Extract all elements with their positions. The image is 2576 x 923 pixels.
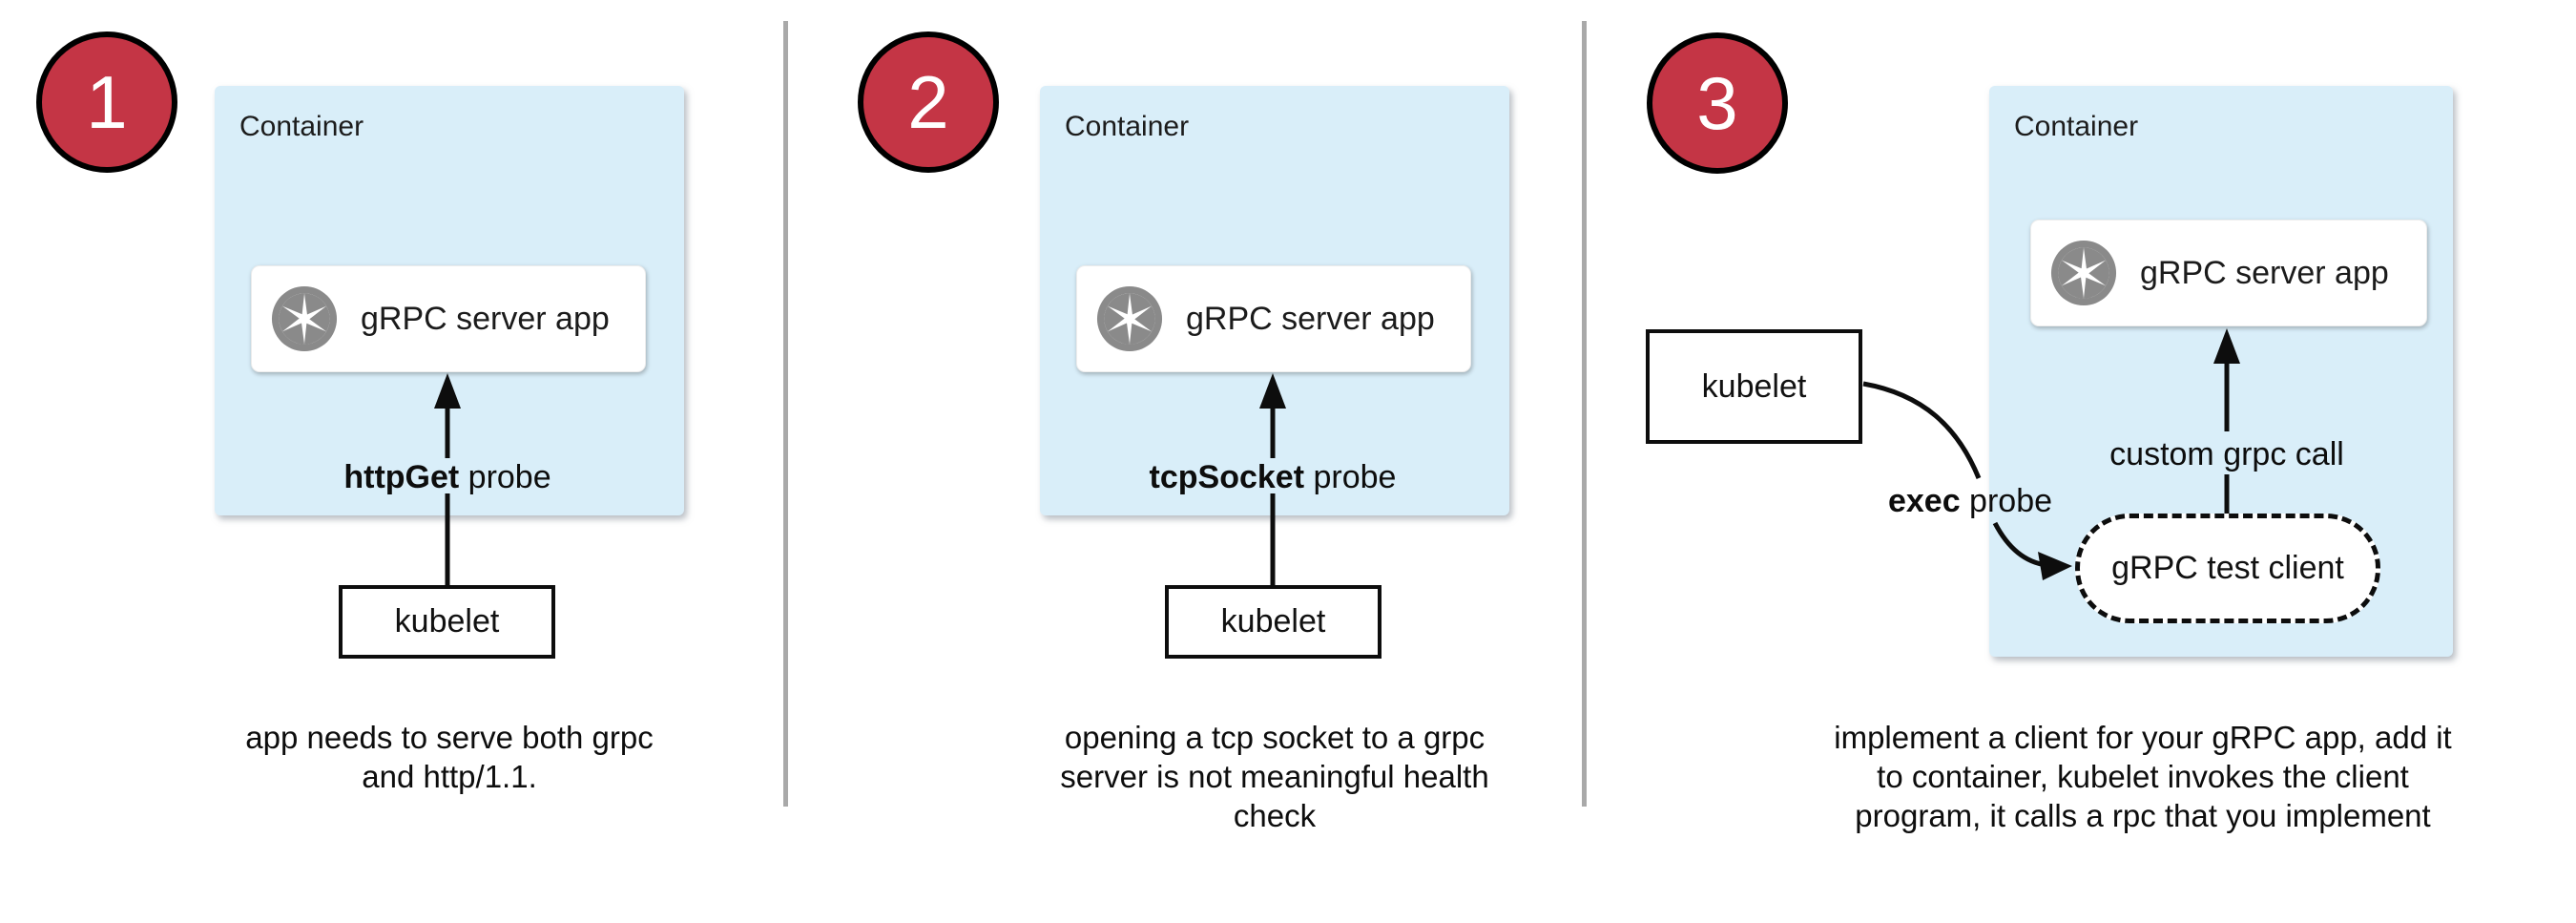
kubelet-label: kubelet	[1220, 603, 1326, 640]
step-badge-1: 1	[36, 31, 177, 173]
step-number: 1	[86, 60, 128, 144]
probe-word: probe	[1304, 459, 1397, 495]
probe-word: probe	[459, 459, 551, 495]
probe-word: probe	[1960, 483, 2053, 519]
grpc-server-app-label: gRPC server app	[361, 300, 610, 337]
grpc-server-app-box-1: gRPC server app	[251, 265, 646, 372]
aperture-icon	[2050, 240, 2117, 306]
container-label: Container	[239, 111, 364, 142]
probe-type: httpGet	[343, 459, 460, 495]
probe-label-1: httpGet probe	[257, 459, 638, 496]
caption-line: server is not meaningful health	[1060, 759, 1489, 794]
caption-line: and http/1.1.	[362, 759, 537, 794]
probe-type: tcpSocket	[1149, 459, 1305, 495]
grpc-server-app-label: gRPC server app	[1186, 300, 1435, 337]
step-badge-3: 3	[1647, 32, 1788, 174]
kubelet-box-1: kubelet	[339, 585, 555, 659]
probe-type: exec	[1887, 483, 1961, 519]
kubelet-label: kubelet	[394, 603, 500, 640]
step-number: 2	[907, 60, 949, 144]
kubelet-box-3: kubelet	[1646, 329, 1862, 444]
caption-3: implement a client for your gRPC app, ad…	[1809, 718, 2477, 835]
caption-line: check	[1233, 798, 1317, 833]
aperture-icon	[271, 285, 338, 352]
panel-divider-2	[1582, 21, 1587, 807]
caption-line: app needs to serve both grpc	[245, 720, 654, 755]
caption-line: implement a client for your gRPC app, ad…	[1834, 720, 2452, 755]
grpc-server-app-box-2: gRPC server app	[1076, 265, 1471, 372]
step-number: 3	[1696, 61, 1738, 145]
caption-2: opening a tcp socket to a grpc server is…	[988, 718, 1561, 835]
probe-label-3: exec probe	[1779, 483, 2161, 520]
kubelet-box-2: kubelet	[1165, 585, 1381, 659]
grpc-test-client-label: gRPC test client	[2111, 550, 2344, 586]
step-badge-2: 2	[858, 31, 999, 173]
caption-line: to container, kubelet invokes the client	[1877, 759, 2409, 794]
kubelet-label: kubelet	[1701, 367, 1807, 405]
custom-grpc-call-label: custom grpc call	[2084, 434, 2370, 475]
caption-line: opening a tcp socket to a grpc	[1064, 720, 1485, 755]
caption-1: app needs to serve both grpc and http/1.…	[163, 718, 736, 796]
probe-label-2: tcpSocket probe	[1082, 459, 1464, 496]
caption-line: program, it calls a rpc that you impleme…	[1855, 798, 2431, 833]
aperture-icon	[1096, 285, 1163, 352]
grpc-server-app-box-3: gRPC server app	[2030, 220, 2427, 326]
container-label: Container	[1065, 111, 1190, 142]
container-label: Container	[2014, 111, 2139, 142]
grpc-server-app-label: gRPC server app	[2140, 254, 2389, 291]
grpc-test-client-box: gRPC test client	[2075, 514, 2380, 623]
panel-divider-1	[783, 21, 788, 807]
